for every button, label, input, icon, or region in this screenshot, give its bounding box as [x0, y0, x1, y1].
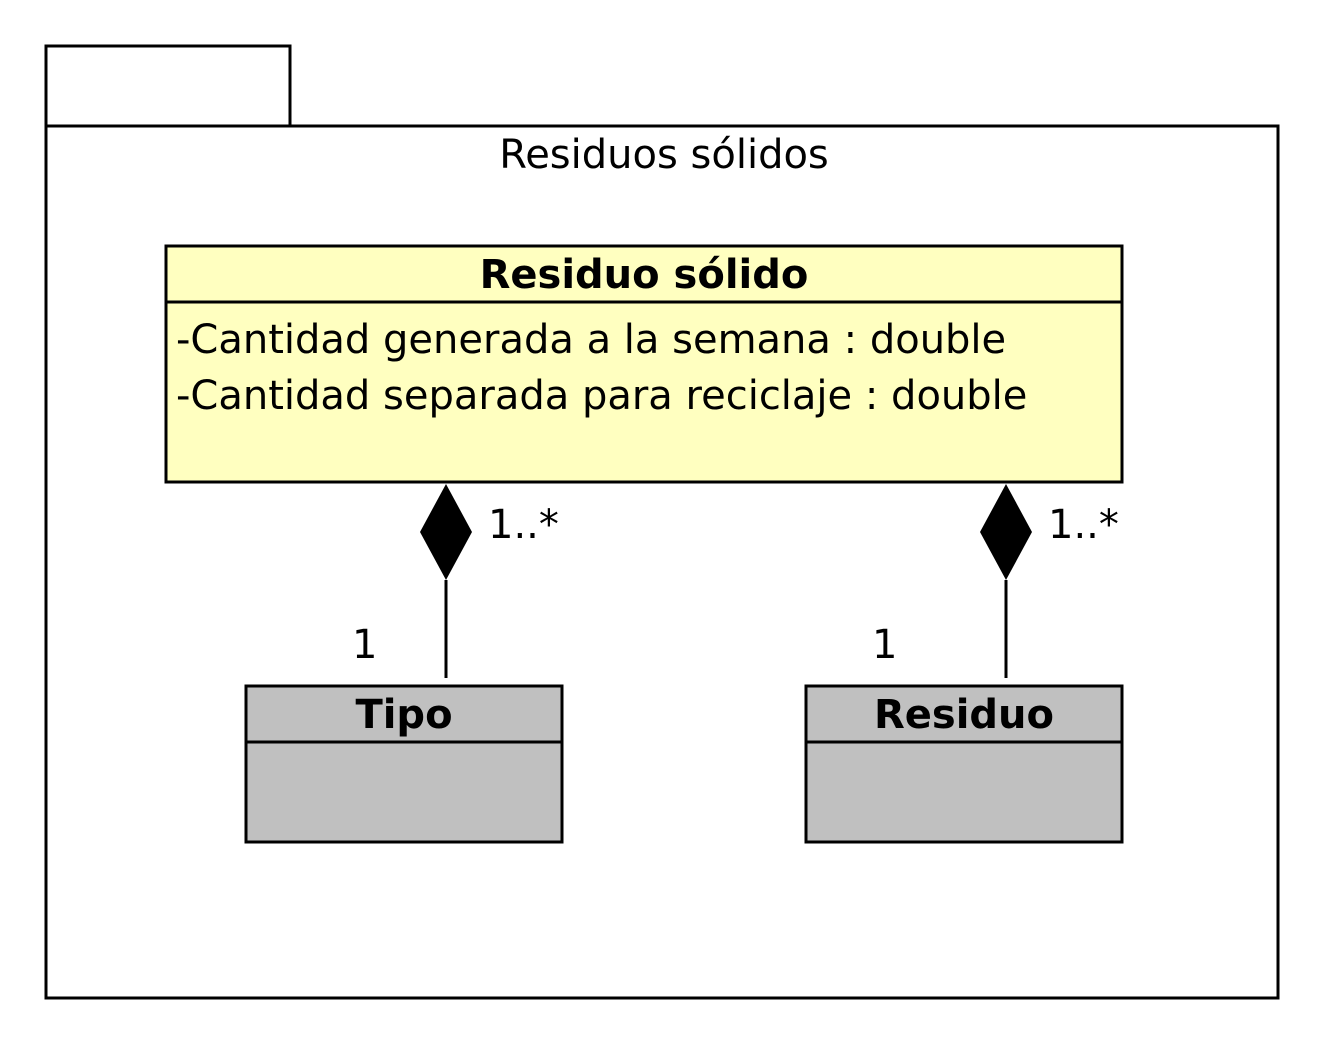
class-residuo-solido-box [164, 244, 1124, 484]
class-residuo-box [804, 684, 1124, 844]
class-residuo-name: Residuo [874, 692, 1054, 738]
multiplicity-part: 1 [352, 622, 377, 668]
multiplicity-whole: 1..* [1048, 502, 1119, 548]
class-tipo-name: Tipo [355, 692, 452, 738]
class-residuo[interactable]: Residuo [804, 684, 1124, 844]
composition-residuo: 1..* 1 [872, 484, 1119, 678]
composition-diamond-icon [980, 484, 1032, 580]
package-body [44, 124, 1280, 1000]
class-attribute: -Cantidad separada para reciclaje : doub… [176, 373, 1027, 419]
multiplicity-whole: 1..* [488, 502, 559, 548]
composition-tipo: 1..* 1 [352, 484, 559, 678]
composition-diamond-icon [420, 484, 472, 580]
package-title: Residuos sólidos [499, 132, 829, 178]
class-attribute: -Cantidad generada a la semana : double [176, 317, 1006, 363]
class-tipo-box [244, 684, 564, 844]
class-residuo-solido[interactable]: Residuo sólido -Cantidad generada a la s… [164, 244, 1124, 484]
package-frame: Residuos sólidos [44, 44, 1280, 1000]
class-residuo-solido-name: Residuo sólido [480, 252, 809, 298]
package-tab [44, 44, 292, 128]
multiplicity-part: 1 [872, 622, 897, 668]
class-tipo[interactable]: Tipo [244, 684, 564, 844]
